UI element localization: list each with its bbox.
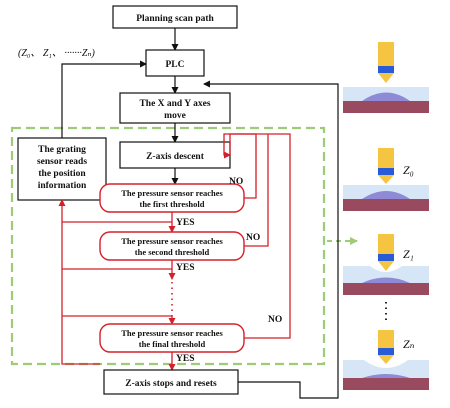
probe-illustration-z0	[343, 148, 429, 211]
grating-label-3: the position	[38, 169, 86, 179]
no-final-label: NO	[268, 315, 282, 325]
xy-move-label-1: The X and Y axes	[139, 99, 210, 109]
grating-label-4: information	[38, 181, 87, 191]
probe-illustration-initial	[343, 42, 429, 113]
grating-sensor-box	[17, 137, 107, 201]
z0-label: Z₀	[403, 163, 414, 177]
xy-move-box	[119, 92, 231, 124]
dashed-region	[10, 126, 326, 366]
threshold-2-label-1: The pressure sensor reaches	[121, 236, 223, 246]
z-stop-box	[103, 369, 239, 395]
threshold-final-label-2: the final threshold	[139, 339, 206, 349]
yes-final-label: YES	[176, 354, 194, 364]
grating-label-1: The grating	[38, 145, 86, 155]
no-2-label: NO	[246, 233, 260, 243]
return-to-plc-line	[203, 80, 339, 399]
grating-to-plc-line	[61, 60, 147, 138]
no-loop-final	[230, 133, 291, 339]
no-loop-return	[223, 133, 231, 159]
z-stop-label: Z-axis stops and resets	[125, 379, 217, 389]
coords-label: (Z₀、 Z₁、 ·······Zₙ)	[18, 48, 96, 59]
z-descent-label: Z-axis descent	[146, 152, 205, 162]
threshold-1-label-2: the first threshold	[139, 199, 204, 209]
threshold-2-label-2: the second threshold	[135, 247, 210, 257]
plc-label: PLC	[166, 60, 185, 70]
plc-box	[145, 49, 205, 77]
planning-label: Planning scan path	[136, 14, 214, 24]
yes-1-label: YES	[176, 218, 194, 228]
grating-label-2: sensor reads	[37, 157, 87, 167]
no-loop-2	[244, 134, 269, 247]
yes-2-label: YES	[176, 263, 194, 273]
threshold-1-label-1: The pressure sensor reaches	[121, 188, 223, 198]
zn-label: Zₙ	[403, 337, 415, 351]
z1-label: Z₁	[403, 247, 414, 261]
threshold-final-label-1: The pressure sensor reaches	[121, 328, 223, 338]
xy-move-label-2: move	[164, 111, 186, 121]
z-descent-box	[119, 141, 231, 169]
no-1-label: NO	[229, 177, 243, 187]
read-line-stop-final	[58, 199, 100, 365]
probe-illustration-zn	[343, 330, 429, 390]
probe-illustration-z1	[343, 234, 429, 295]
